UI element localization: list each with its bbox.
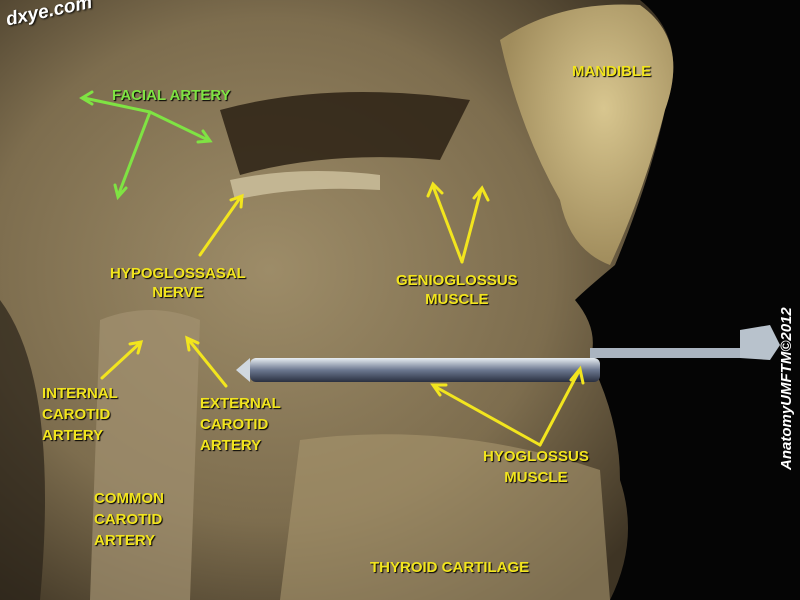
hypoglossal-nerve-shape — [230, 171, 380, 200]
label-line: ARTERY — [200, 437, 262, 454]
label-line: ARTERY — [42, 427, 104, 444]
label-line: GENIOGLOSSUS — [396, 272, 518, 289]
label-line: CAROTID — [94, 511, 163, 528]
label-line: ARTERY — [94, 532, 156, 549]
label-facial-artery: FACIAL ARTERY — [112, 87, 231, 104]
label-hyoglossus: HYOGLOSSUS MUSCLE — [483, 446, 589, 488]
label-hypoglossal-nerve: HYPOGLOSSASAL NERVE — [110, 264, 246, 302]
label-line: EXTERNAL — [200, 395, 281, 412]
credit-text: AnatomyUMFTM©2012 — [778, 307, 795, 470]
label-line: MUSCLE — [425, 291, 489, 308]
carotid-shape — [90, 310, 200, 600]
label-line: MUSCLE — [504, 469, 568, 486]
label-arrows — [79, 90, 585, 447]
probe — [250, 358, 600, 382]
label-internal-carotid: INTERNAL CAROTID ARTERY — [42, 383, 118, 446]
label-mandible: MANDIBLE — [572, 63, 652, 80]
label-thyroid-cartilage: THYROID CARTILAGE — [370, 559, 530, 576]
label-line: CAROTID — [200, 416, 269, 433]
label-line: INTERNAL — [42, 385, 118, 402]
mandible-region — [500, 4, 674, 265]
label-line: CAROTID — [42, 406, 111, 423]
label-genioglossus: GENIOGLOSSUS MUSCLE — [396, 271, 518, 309]
label-line: COMMON — [94, 490, 164, 507]
label-external-carotid: EXTERNAL CAROTID ARTERY — [200, 393, 281, 456]
facial-artery-arrows — [79, 90, 213, 201]
label-line: HYPOGLOSSASAL — [110, 265, 246, 282]
label-line: HYOGLOSSUS — [483, 448, 589, 465]
label-line: NERVE — [152, 284, 204, 301]
label-common-carotid: COMMON CAROTID ARTERY — [94, 488, 164, 551]
